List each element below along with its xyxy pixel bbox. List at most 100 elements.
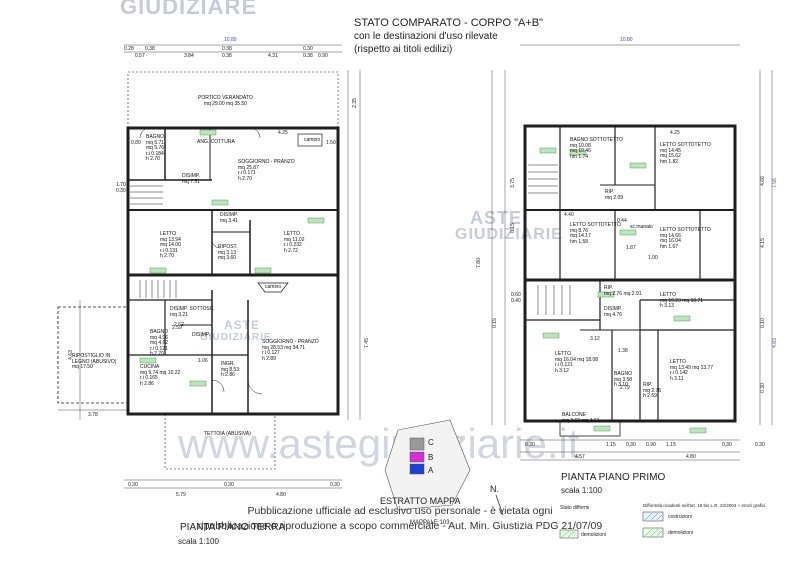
area-marker — [149, 267, 167, 274]
room-disimp-1: DISIMP.mq 7.51 — [182, 173, 201, 185]
dim-gr-4: 4.25 — [278, 130, 288, 136]
first-plan-scale: scala 1:100 — [561, 486, 602, 495]
dim-misc-2: 4.25 — [670, 130, 680, 136]
dim-fl-3: 0.15 — [509, 223, 516, 233]
area-marker — [597, 291, 615, 298]
area-marker — [542, 332, 560, 339]
dim-gt-6: 3.84 — [184, 53, 194, 59]
area-markers — [139, 129, 707, 434]
dim-fb-3: 0.30 — [722, 442, 732, 448]
area-marker — [569, 149, 587, 156]
first-outer-wall — [523, 124, 737, 423]
watermark-giudiziarie: GIUDIZIARIE — [455, 226, 563, 243]
dim-gr-1: 7.45 — [363, 338, 370, 348]
dim-gl-2: 1.70 — [116, 182, 126, 188]
dim-misc-8: 2.59 — [172, 325, 182, 331]
dim-gl-3: 0.30 — [116, 188, 126, 194]
room-ang-cottura: ANG. COTTURA — [197, 139, 235, 145]
dim-fb-2: 0.30 — [626, 442, 636, 448]
north-label: N. — [490, 484, 499, 494]
area-marker — [211, 199, 229, 206]
room-disimp-3: DISIMP. — [192, 332, 210, 338]
dim-misc-7: 1.06 — [198, 358, 208, 364]
camino-2: camino — [265, 284, 282, 290]
dim-fb-9: 4.80 — [686, 454, 696, 460]
room-disimp-sottosc: DISIMP. SOTTOSC.mq 3.21 — [170, 306, 215, 318]
dim-gb-5: 4.80 — [276, 492, 286, 498]
area-marker — [689, 427, 707, 434]
area-marker — [629, 162, 647, 169]
watermark-url: www.astegiudiziarie.it — [178, 420, 580, 467]
dim-gt-1: 0.28 — [124, 46, 134, 52]
dim-gr-3: 1.50 — [326, 140, 336, 146]
watermark-aste: ASTE — [470, 208, 523, 228]
estratto-label-a: A — [428, 466, 434, 475]
area-marker — [307, 217, 325, 224]
dim-misc-9: 0.44 — [617, 218, 627, 224]
dim-gt-4: 0.30 — [303, 46, 313, 52]
dim-fl-6: 0.15 — [491, 318, 498, 328]
dim-fb-6: 1.15 — [606, 442, 616, 448]
dim-misc-3: 4.40 — [564, 212, 574, 218]
dim-fl-2: 7.80 — [475, 258, 482, 268]
legend-item-demolizioni-left: demolizioni — [581, 532, 607, 538]
watermark-small-giudiziarie: GIUDIZIARIE — [200, 332, 272, 343]
legend-title-right: Difformità ricadenti nell'art. 19 bis L.… — [643, 503, 766, 508]
dim-gl-4: 0.80 — [131, 140, 141, 146]
dim-fl-1: 3.75 — [509, 178, 516, 188]
watermark-top: GIUDIZIARE — [120, 0, 258, 19]
ground-floor-plan — [57, 44, 361, 489]
area-marker — [139, 357, 157, 364]
dim-fb-8: 4.57 — [575, 454, 585, 460]
dim-gt-5: 0.57 — [135, 53, 145, 59]
dim-misc-6: 3.12 — [590, 336, 600, 342]
room-scmanaio: sc.manaio — [630, 224, 653, 230]
dim-gb-6: 3.78 — [88, 412, 98, 418]
dim-misc-4: 1.38 — [618, 348, 628, 354]
dim-fr-6: 4.83 — [771, 338, 778, 348]
dim-fr-2: 4.15 — [759, 238, 766, 248]
area-marker — [673, 315, 691, 322]
dim-fb-1: 0.30 — [525, 442, 535, 448]
dim-gb-4: 5.79 — [176, 492, 186, 498]
room-rip-first-3: RIP.mq 2.76 h 2.69 — [643, 382, 662, 399]
area-marker — [619, 229, 637, 236]
dim-ground-top-total: 10.80 — [224, 37, 237, 43]
room-disimp-first: DISIMP.mq 4.76 — [604, 306, 623, 318]
estratto-mappale: MAPPALE 103 — [410, 520, 450, 526]
ripostiglio-abusivo-outline — [57, 306, 129, 404]
ground-plan-scale: scala 1:100 — [178, 537, 219, 546]
legend-item-costruzioni: costruzioni — [668, 514, 692, 520]
dim-first-top-total: 10.80 — [620, 37, 633, 43]
portico-outline — [127, 71, 339, 129]
first-plan-name: PIANTA PIANO PRIMO — [561, 472, 666, 483]
area-marker — [199, 129, 217, 136]
dim-gt-7: 0.38 — [222, 53, 232, 59]
dim-fl-4: 0.60 — [511, 292, 521, 298]
ground-plan-name: PIANTA PIANO TERRA — [180, 522, 286, 533]
dim-fr-3: 0.10 — [759, 318, 766, 328]
estratto-mappa — [384, 419, 504, 516]
estratto-title: ESTRATTO MAPPA — [380, 496, 461, 506]
estratto-label-b: B — [428, 453, 434, 462]
dim-fr-5: 7.56 — [771, 178, 778, 188]
dim-fr-1: 4.66 — [759, 176, 766, 186]
sheet-subtitle-1: con le destinazioni d'uso rilevate — [354, 31, 498, 42]
dim-fb-7: 0.30 — [755, 442, 765, 448]
first-floor-plan — [491, 44, 773, 461]
footer-line-2: ripubblicazione o riproduzione a scopo c… — [197, 520, 603, 532]
room-ripostiglio-abusivo: RIPOSTIGLIO IN LEGNO (ABUSIVO)mq 17.50 — [72, 353, 117, 370]
room-rip-first-1: RIP.mq 2.09 — [605, 189, 624, 201]
room-rip-first-2: RIP.mq 2.76 mq 2.91 — [604, 285, 642, 297]
